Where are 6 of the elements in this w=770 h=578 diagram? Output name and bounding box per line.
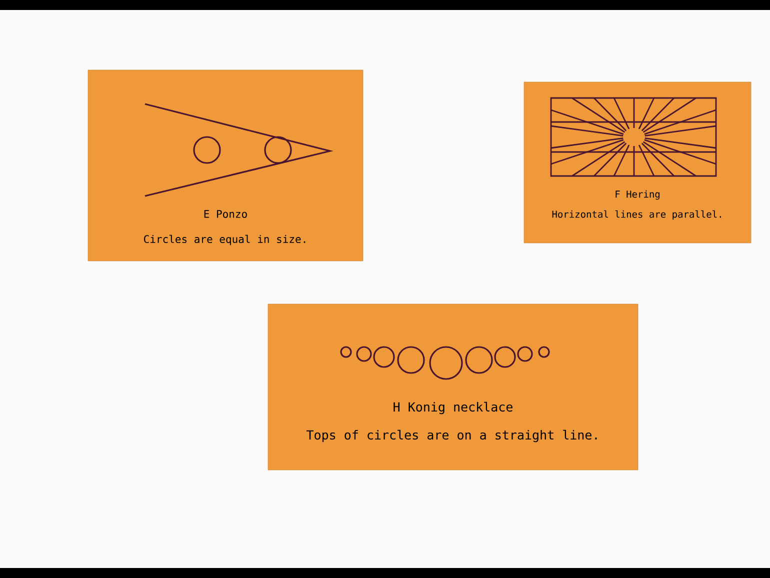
card-caption: Horizontal lines are parallel. [552, 210, 721, 220]
card-title: E Ponzo [204, 210, 247, 218]
card-caption: Circles are equal in size. [144, 234, 306, 246]
card-title: H Konig necklace [394, 402, 512, 414]
card-title: F Hering [616, 190, 660, 200]
card-caption: Tops of circles are on a straight line. [306, 430, 597, 442]
